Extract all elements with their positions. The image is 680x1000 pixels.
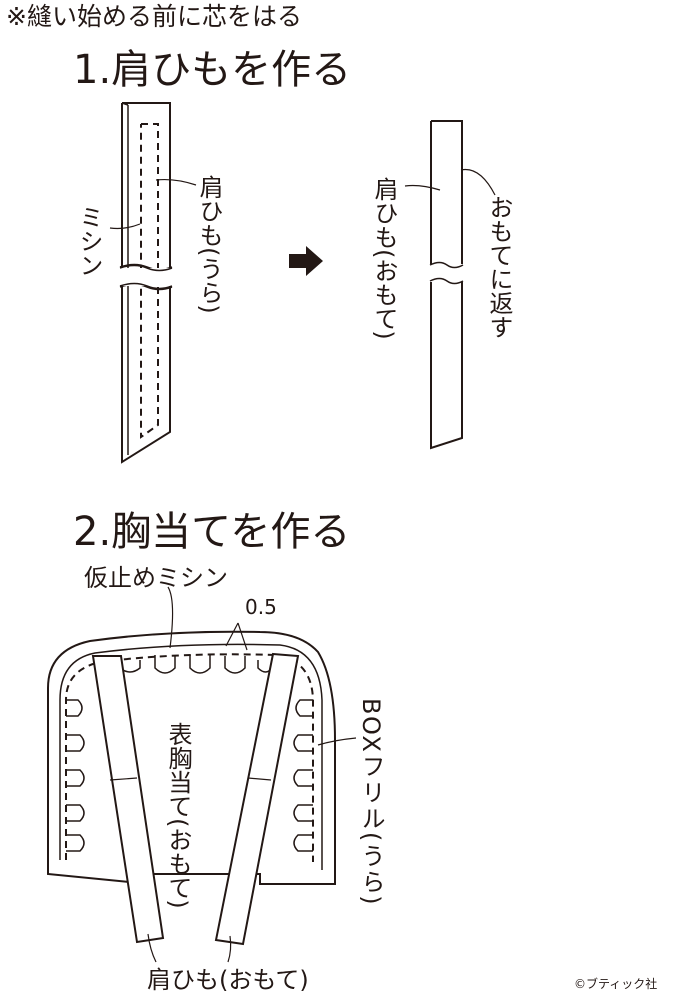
- step2-title: 2.胸当てを作る: [73, 509, 351, 555]
- right-arrow-icon: [289, 246, 323, 276]
- label-bib-front: 表胸当て(おもて): [164, 722, 192, 909]
- label-turn-right-side-out: おもてに返す: [485, 195, 513, 339]
- strap-front-drawing: [404, 120, 496, 450]
- label-box-frill: BOXフリル(うら): [357, 698, 385, 907]
- label-misin: ミシン: [75, 205, 103, 277]
- step1-title: 1.肩ひもを作る: [73, 47, 352, 93]
- label-strap-front-bottom: 肩ひも(おもて): [147, 966, 309, 994]
- label-margin: 0.5: [245, 595, 277, 619]
- copyright: ©ブティック社: [574, 977, 658, 991]
- sew-note: ※縫い始める前に芯をはる: [6, 2, 302, 31]
- bib-drawing: [47, 586, 357, 963]
- label-strap-back: 肩ひも(うら): [195, 175, 223, 314]
- label-strap-front: 肩ひも(おもて): [370, 177, 398, 340]
- label-basting-stitch: 仮止めミシン: [84, 564, 228, 592]
- strap-back-drawing: [109, 102, 197, 464]
